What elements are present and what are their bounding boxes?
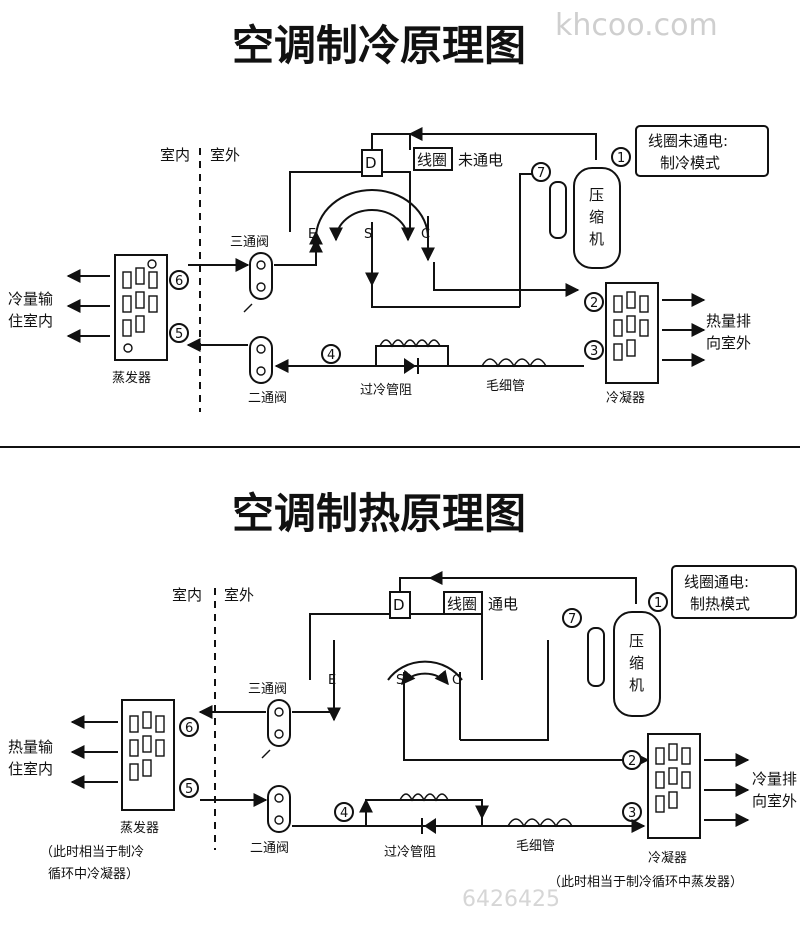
svg-text:2: 2 bbox=[590, 296, 598, 311]
evap-note-line2: 循环中冷凝器） bbox=[48, 866, 139, 882]
watermark: khcoo.com bbox=[555, 8, 718, 43]
evaporator-label: 蒸发器 bbox=[112, 370, 151, 386]
compressor-heating bbox=[613, 611, 661, 717]
point-3 bbox=[584, 340, 604, 360]
svg-text:热量输: 热量输 bbox=[8, 738, 53, 756]
reversing-arc bbox=[315, 189, 429, 239]
evaporator-fins bbox=[122, 267, 158, 337]
port-e: E bbox=[308, 227, 316, 242]
valve-d-label: D bbox=[365, 154, 377, 172]
svg-text:4: 4 bbox=[327, 348, 335, 363]
point-2 bbox=[584, 292, 604, 312]
svg-text:2: 2 bbox=[628, 754, 636, 769]
port-s: S bbox=[364, 227, 372, 242]
svg-text:C: C bbox=[452, 673, 461, 688]
point-5 bbox=[169, 323, 189, 343]
coil-label: 线圈 bbox=[417, 151, 447, 169]
outdoor-effect-line1: 热量排 bbox=[706, 312, 751, 330]
svg-text:缩: 缩 bbox=[589, 208, 604, 226]
cooling-title: 空调制冷原理图 bbox=[232, 21, 526, 70]
svg-text:机: 机 bbox=[629, 676, 644, 694]
capillary-label: 毛细管 bbox=[486, 379, 525, 394]
svg-text:三通阀: 三通阀 bbox=[248, 682, 287, 697]
svg-text:线圈通电:: 线圈通电: bbox=[684, 573, 749, 591]
svg-text:1: 1 bbox=[617, 151, 625, 166]
cond-note: （此时相当于制冷循环中蒸发器） bbox=[548, 874, 743, 890]
svg-text:冷量排: 冷量排 bbox=[752, 770, 797, 788]
two-way-valve bbox=[249, 336, 273, 384]
three-way-valve-heating bbox=[267, 699, 291, 747]
svg-text:制冷模式: 制冷模式 bbox=[660, 154, 720, 172]
heating-diagram: 空调制热原理图 室内 室外 蒸发器 （此时相当于制冷 循环中冷凝器） 6 5 热… bbox=[8, 489, 797, 912]
coil-state: 未通电 bbox=[458, 151, 503, 169]
svg-text:二通阀: 二通阀 bbox=[250, 841, 289, 856]
svg-text:室内: 室内 bbox=[172, 586, 202, 604]
indoor-effect-line2: 住室内 bbox=[8, 312, 53, 330]
svg-text:向室外: 向室外 bbox=[752, 792, 797, 810]
point-6 bbox=[169, 270, 189, 290]
evap-note-line1: （此时相当于制冷 bbox=[40, 845, 144, 860]
svg-text:蒸发器: 蒸发器 bbox=[120, 820, 159, 836]
point-4 bbox=[321, 344, 341, 364]
svg-text:5: 5 bbox=[175, 327, 183, 342]
svg-text:压: 压 bbox=[589, 186, 604, 204]
four-way-valve-body bbox=[289, 171, 411, 232]
svg-text:6: 6 bbox=[185, 721, 193, 736]
svg-text:住室内: 住室内 bbox=[8, 760, 53, 778]
svg-text:毛细管: 毛细管 bbox=[516, 839, 555, 854]
compressor bbox=[573, 167, 621, 269]
svg-text:E: E bbox=[328, 673, 336, 688]
svg-text:过冷管阻: 过冷管阻 bbox=[384, 845, 436, 860]
svg-text:D: D bbox=[393, 596, 405, 614]
coil-box bbox=[413, 147, 453, 171]
svg-text:3: 3 bbox=[628, 806, 636, 821]
bottom-mark: 6426425 bbox=[462, 887, 560, 912]
two-way-valve-heating bbox=[267, 785, 291, 833]
svg-text:S: S bbox=[396, 673, 404, 688]
port-c: C bbox=[421, 227, 430, 242]
condenser-label: 冷凝器 bbox=[606, 390, 645, 406]
point-1 bbox=[611, 147, 631, 167]
svg-text:缩: 缩 bbox=[629, 654, 644, 672]
svg-text:机: 机 bbox=[589, 230, 604, 248]
svg-text:3: 3 bbox=[590, 344, 598, 359]
three-way-valve-label: 三通阀 bbox=[230, 235, 269, 250]
indoor-effect-line1: 冷量输 bbox=[8, 290, 53, 308]
svg-text:1: 1 bbox=[654, 596, 662, 611]
svg-text:线圈: 线圈 bbox=[447, 595, 477, 613]
svg-text:4: 4 bbox=[340, 806, 348, 821]
indoor-label: 室内 bbox=[160, 146, 190, 164]
svg-text:7: 7 bbox=[568, 612, 576, 627]
svg-text:6: 6 bbox=[175, 274, 183, 289]
subcool-label: 过冷管阻 bbox=[360, 383, 412, 398]
accumulator bbox=[549, 181, 567, 239]
outdoor-label: 室外 bbox=[210, 146, 240, 164]
three-way-valve bbox=[249, 252, 273, 300]
svg-text:压: 压 bbox=[629, 632, 644, 650]
svg-text:制热模式: 制热模式 bbox=[690, 595, 750, 613]
svg-text:冷凝器: 冷凝器 bbox=[648, 850, 687, 866]
svg-text:室外: 室外 bbox=[224, 586, 254, 604]
heating-title: 空调制热原理图 bbox=[232, 489, 526, 538]
outdoor-effect-line2: 向室外 bbox=[706, 334, 751, 352]
mode-note bbox=[635, 125, 769, 177]
mode-note-heating bbox=[671, 565, 797, 619]
cooling-diagram: 空调制冷原理图 室内 室外 蒸发器 6 5 冷量输 住室内 三通阀 bbox=[8, 21, 769, 412]
svg-text:通电: 通电 bbox=[488, 595, 518, 613]
svg-text:5: 5 bbox=[185, 782, 193, 797]
svg-text:7: 7 bbox=[537, 166, 545, 181]
point-7 bbox=[531, 162, 551, 182]
svg-text:线圈未通电:: 线圈未通电: bbox=[648, 132, 728, 150]
two-way-valve-label: 二通阀 bbox=[248, 391, 287, 406]
